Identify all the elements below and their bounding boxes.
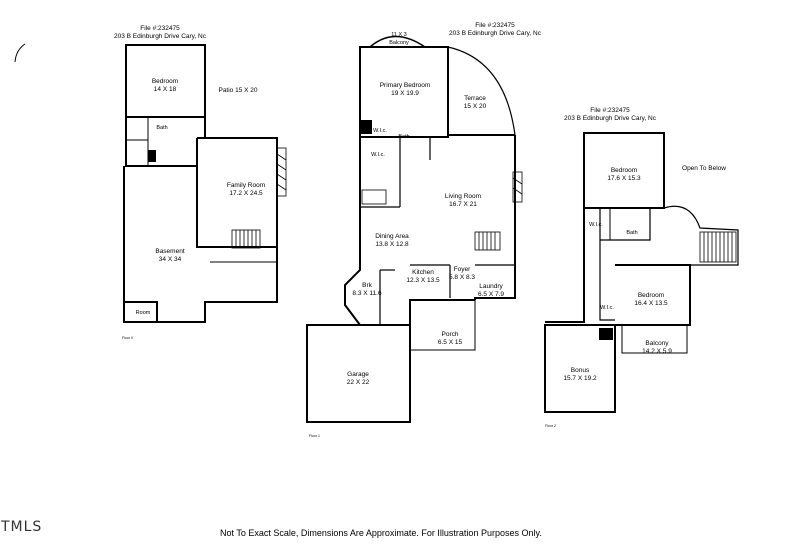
room-main-wic-2: W.I.c. [371, 152, 385, 158]
file-header-main: File #:232475 203 B Edinburgh Drive Cary… [449, 22, 541, 38]
room-main-bath: Bath [398, 134, 410, 140]
floor-label-basement: Floor 0 [122, 336, 133, 340]
file-number: File #:232475 [475, 22, 515, 29]
room-upper-bath: Bath [626, 230, 638, 236]
disclaimer-text: Not To Exact Scale, Dimensions Are Appro… [220, 528, 542, 538]
room-open-to-below: Open To Below [682, 165, 726, 172]
main-walls [306, 35, 516, 423]
upper-walls [544, 132, 739, 413]
main-fireplace [512, 171, 523, 203]
file-number: File #:232475 [590, 107, 630, 114]
basement-fireplace [276, 147, 287, 197]
basement-stairs [231, 229, 261, 249]
main-stairs [474, 231, 501, 251]
room-main-wic-1: W.I.c. [373, 128, 387, 134]
floor-label-upper: Floor 2 [545, 424, 556, 428]
floor-label-main: Floor 1 [309, 434, 320, 438]
basement-walls [123, 44, 278, 323]
address: 203 B Edinburgh Drive Cary, Nc [448, 30, 542, 37]
file-header-upper: File #:232475 203 B Edinburgh Drive Cary… [564, 107, 656, 123]
file-number: File #:232475 [140, 25, 180, 32]
room-basement-bath: Bath [156, 125, 168, 131]
watermark-logo: TMLS [1, 519, 43, 535]
room-upper-wic-1: W.I.c. [589, 222, 603, 228]
room-storage: Room [135, 310, 151, 316]
file-header-basement: File #:232475 203 B Edinburgh Drive Cary… [114, 25, 206, 41]
room-upper-wic-2: W.I.c. [600, 305, 614, 311]
upper-stairs [699, 231, 737, 263]
room-patio: Patio 15 X 20 [218, 87, 258, 94]
address: 203 B Edinburgh Drive Cary, Nc [563, 115, 657, 122]
address: 203 B Edinburgh Drive Cary, Nc [113, 33, 207, 40]
